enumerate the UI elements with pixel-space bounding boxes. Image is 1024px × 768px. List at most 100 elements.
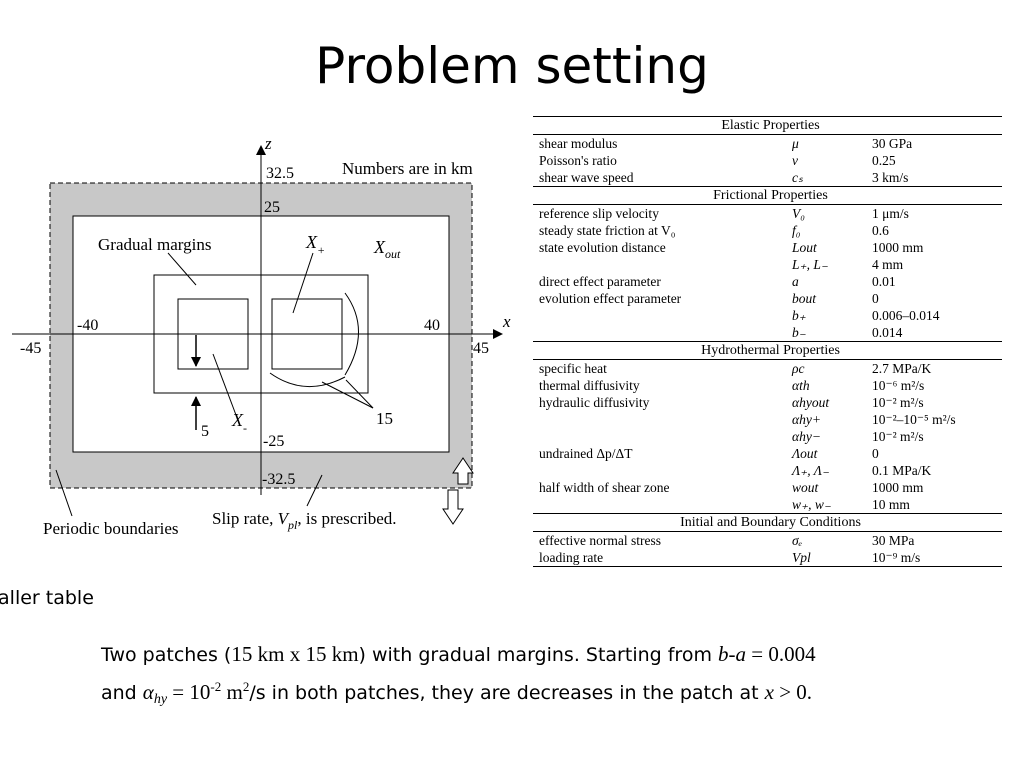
property-symbol: Vpl xyxy=(786,549,866,567)
slip-rate-pre: Slip rate, xyxy=(212,509,278,528)
property-symbol: Λout xyxy=(792,446,818,461)
caption-line-2: and αhy = 10-2 m2/s in both patches, the… xyxy=(101,679,813,707)
slip-rate-v: V xyxy=(278,509,291,528)
property-name xyxy=(533,324,786,342)
property-value: 10⁻⁹ m/s xyxy=(866,549,1002,567)
table-row: αhy− 10⁻² m²/s xyxy=(533,428,1002,445)
property-name xyxy=(533,496,786,514)
property-value: 0.6 xyxy=(872,223,889,238)
property-value: 1000 mm xyxy=(872,240,924,255)
slide-title: Problem setting xyxy=(315,37,709,95)
property-symbol: αhy+ xyxy=(792,412,821,427)
property-value: 10⁻² m²/s xyxy=(872,395,924,410)
tick-top-inner: 25 xyxy=(264,199,280,216)
tick-right-outer: 45 xyxy=(473,340,489,357)
section-header: Elastic Properties xyxy=(533,116,1002,135)
table-row: w₊, w₋ 10 mm xyxy=(533,496,1002,514)
x-out-label: X xyxy=(373,237,386,257)
table-row: Λ₊, Λ₋0.1 MPa/K xyxy=(533,462,1002,479)
table-row: Poisson's ratio ν 0.25 xyxy=(533,152,1002,169)
property-symbol: w₊, w₋ xyxy=(792,497,832,512)
section-header: Frictional Properties xyxy=(533,186,1002,205)
property-name xyxy=(533,256,786,273)
table-row: hydraulic diffusivity αhyout 10⁻² m²/s xyxy=(533,394,1002,411)
property-symbol: σₑ xyxy=(792,533,803,548)
dim-15-label: 15 xyxy=(376,409,393,428)
property-name: state evolution distance xyxy=(539,240,666,255)
tick-bottom-outer: -32.5 xyxy=(262,471,295,488)
property-symbol: ρc xyxy=(792,361,805,376)
property-name: hydraulic diffusivity xyxy=(539,395,650,410)
property-name: evolution effect parameter xyxy=(539,291,682,306)
table-row: b₋ 0.014 xyxy=(533,324,1002,342)
property-value: 10 mm xyxy=(872,497,910,512)
property-value: 0.1 MPa/K xyxy=(872,463,932,478)
units-note: Numbers are in km xyxy=(342,159,473,178)
property-symbol: αth xyxy=(792,378,810,393)
x-axis-label: x xyxy=(502,312,511,331)
property-name: effective normal stress xyxy=(539,533,661,548)
loading-up-arrow xyxy=(452,457,474,485)
property-value: 0.01 xyxy=(872,274,896,289)
property-value: 0.014 xyxy=(872,325,903,340)
section-header: Initial and Boundary Conditions xyxy=(533,513,1002,532)
property-value: 4 mm xyxy=(872,257,904,272)
table-row: state evolution distance Lout 1000 mm xyxy=(533,239,1002,256)
property-symbol: αhy− xyxy=(792,429,821,444)
property-name: half width of shear zone xyxy=(539,480,670,495)
property-value: 10⁻⁶ m²/s xyxy=(872,378,925,393)
section-title: Frictional Properties xyxy=(533,186,1002,205)
property-symbol: bout xyxy=(792,291,817,306)
property-value: 2.7 MPa/K xyxy=(872,361,932,376)
property-name xyxy=(533,428,786,445)
property-name: loading rate xyxy=(533,549,786,567)
property-symbol: Lout xyxy=(792,240,817,255)
property-name: steady state friction at V₀ xyxy=(539,223,676,238)
property-symbol: b₋ xyxy=(792,325,806,340)
property-value: 0.25 xyxy=(872,153,896,168)
property-symbol: wout xyxy=(792,480,819,495)
gradual-margins-label: Gradual margins xyxy=(98,235,211,254)
property-symbol: αhyout xyxy=(792,395,830,410)
tick-top-outer: 32.5 xyxy=(266,165,294,182)
property-name: undrained Δp/ΔT xyxy=(539,446,633,461)
property-value: 0 xyxy=(872,446,879,461)
dim-5-label: 5 xyxy=(201,423,209,440)
property-name: Poisson's ratio xyxy=(539,153,617,168)
property-value: 1 μm/s xyxy=(872,206,909,221)
property-value: 3 km/s xyxy=(872,170,909,185)
svg-text:Slip rate, Vpl, is prescribed.: Slip rate, Vpl, is prescribed. xyxy=(212,509,397,532)
x-out-sub: out xyxy=(385,247,401,261)
property-value: 1000 mm xyxy=(872,480,924,495)
x-minus-sub: - xyxy=(243,421,247,435)
property-name: shear wave speed xyxy=(539,170,634,185)
periodic-boundaries-label: Periodic boundaries xyxy=(43,519,179,538)
svg-text:X+: X+ xyxy=(305,232,325,257)
caption-line-1: Two patches (15 km x 15 km) with gradual… xyxy=(101,642,816,666)
x-minus-label: X xyxy=(231,410,244,430)
svg-text:Xout: Xout xyxy=(373,237,401,261)
loading-down-arrow xyxy=(442,489,464,525)
truncated-note: naller table xyxy=(0,587,94,609)
table-row: undrained Δp/ΔT Λout 0 xyxy=(533,445,1002,462)
section-title: Elastic Properties xyxy=(533,116,1002,135)
property-symbol: ν xyxy=(792,153,798,168)
fault-model-diagram: z x 32.5 25 -25 -32.5 -40 -45 40 45 Numb… xyxy=(12,134,511,538)
property-value: 0.006–0.014 xyxy=(872,308,940,323)
table-row: b₊0.006–0.014 xyxy=(533,307,1002,324)
property-value: 10⁻² m²/s xyxy=(872,429,924,444)
section-title: Initial and Boundary Conditions xyxy=(533,513,1002,532)
section-header: Hydrothermal Properties xyxy=(533,341,1002,360)
svg-text:X-: X- xyxy=(231,410,247,435)
tick-left-inner: -40 xyxy=(77,317,98,334)
